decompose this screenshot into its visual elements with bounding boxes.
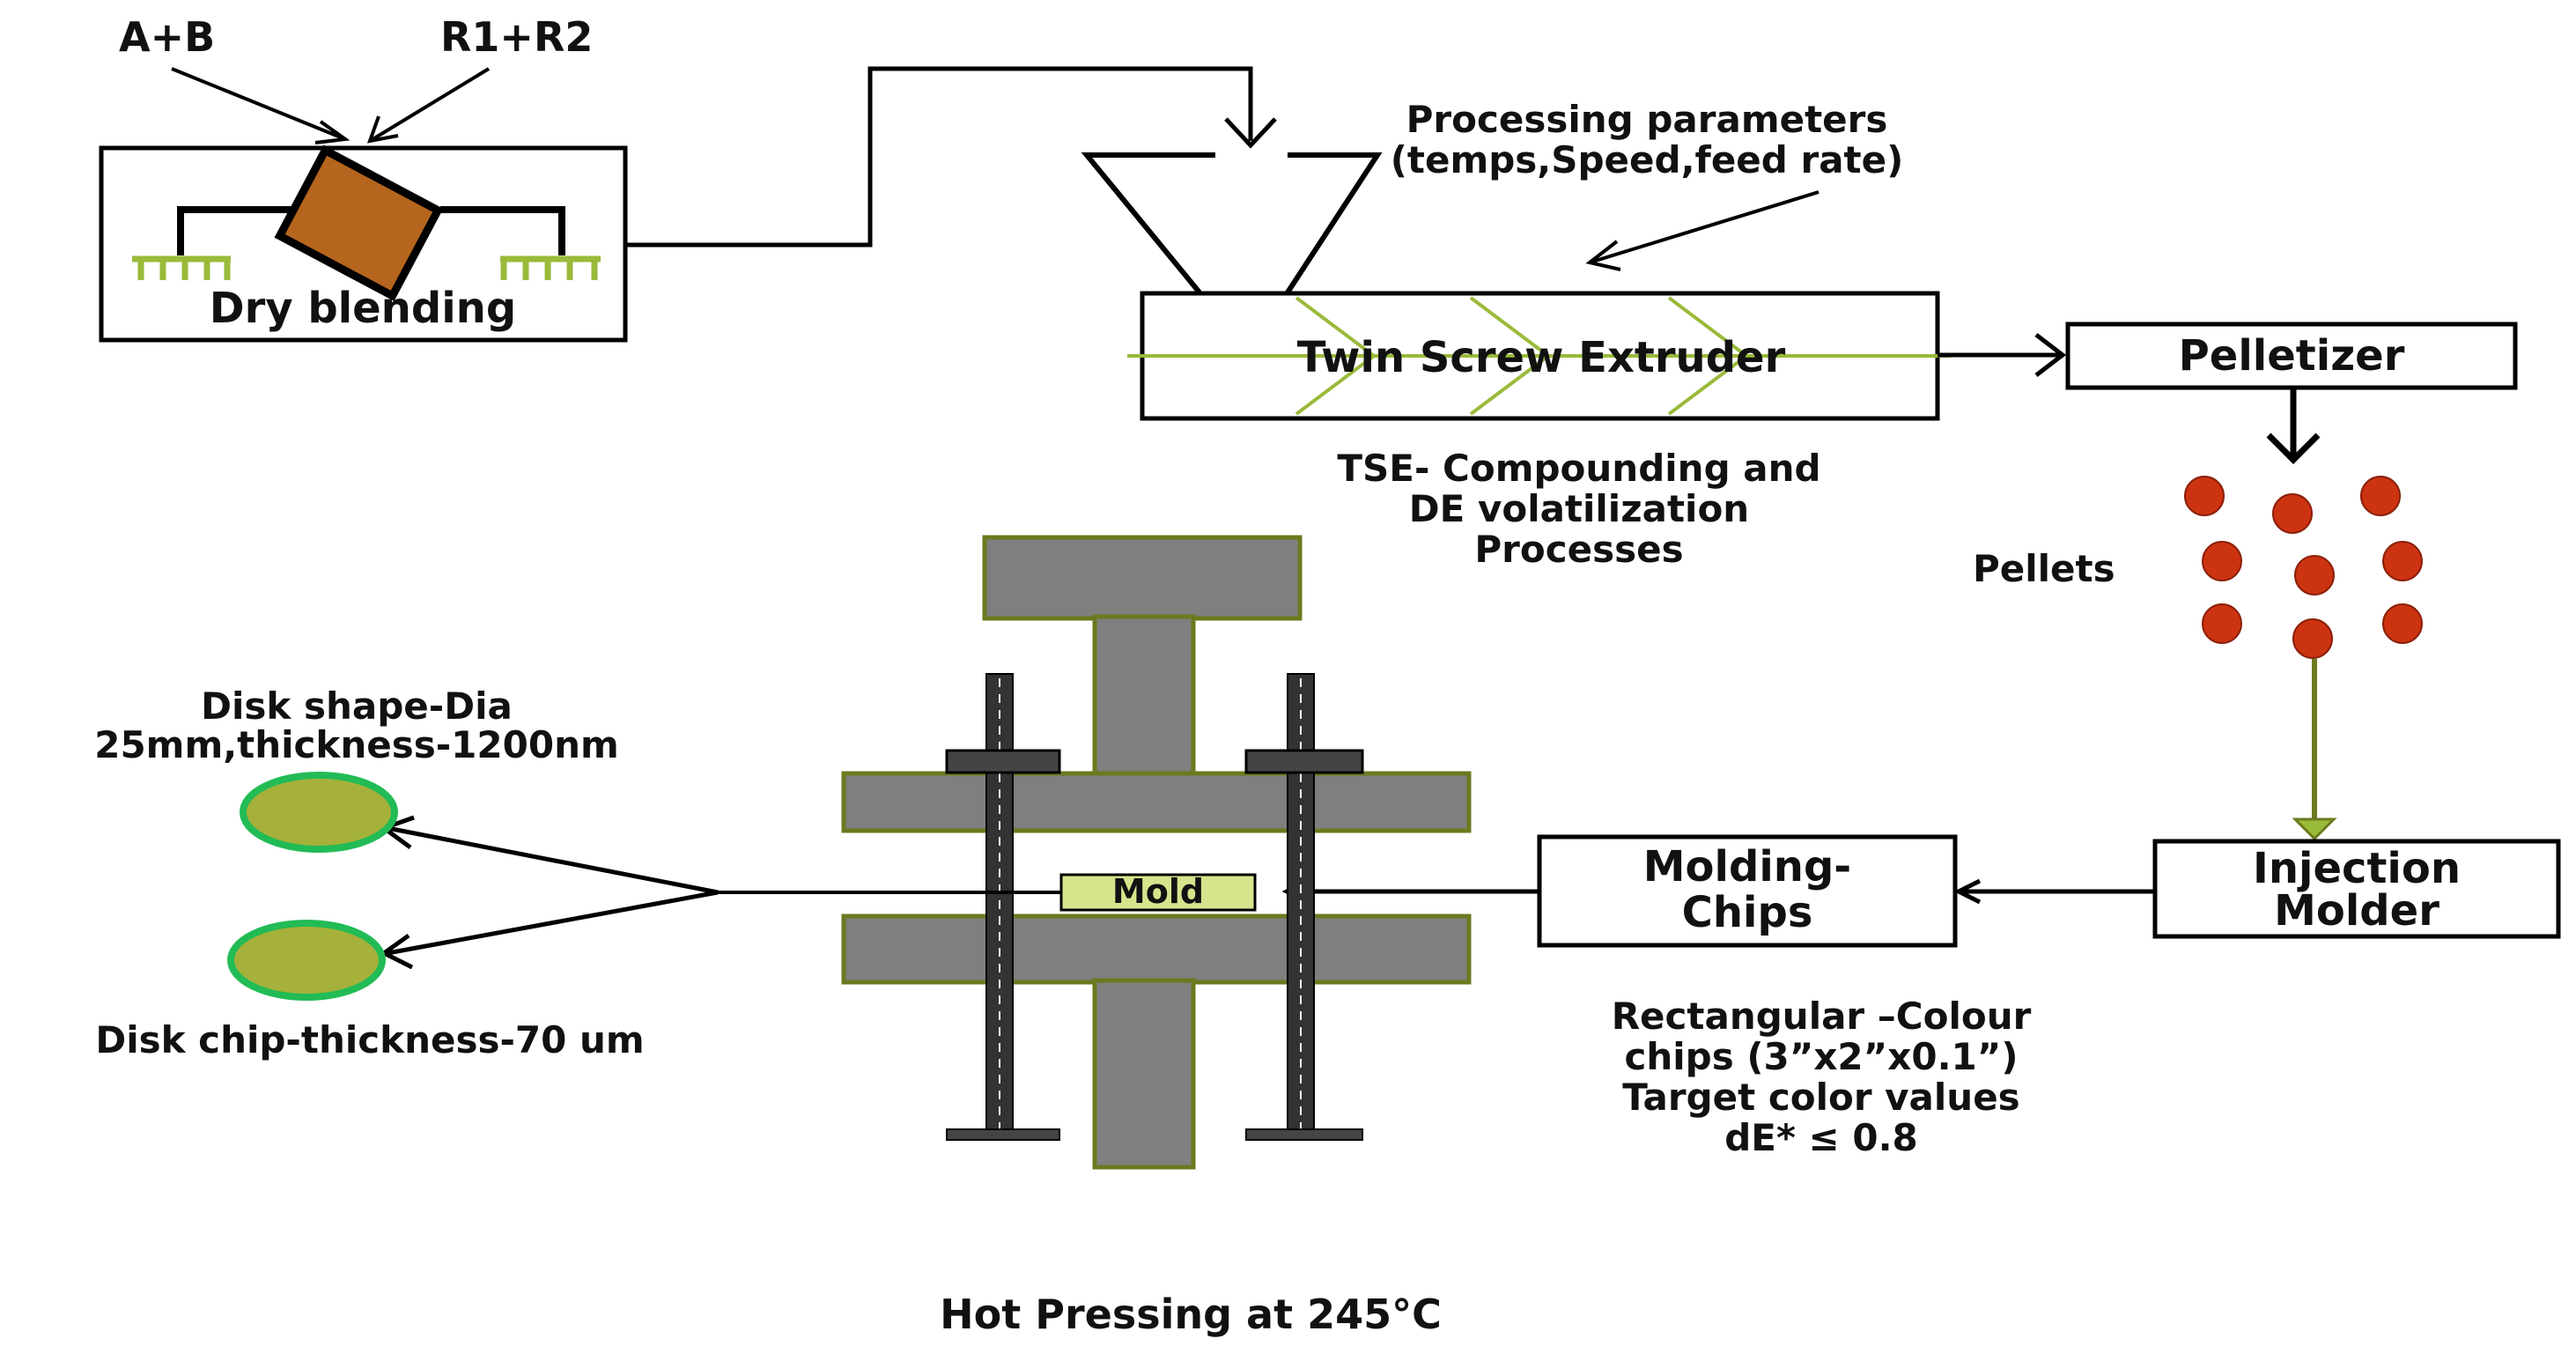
left-tie-rod xyxy=(945,673,1061,1141)
processing-parameters-line1: Processing parameters xyxy=(1406,98,1888,141)
molding-chips-label-line2: Chips xyxy=(1682,888,1813,937)
feed-hopper xyxy=(1081,152,1383,294)
pelletizer-box: Pelletizer xyxy=(2065,322,2518,390)
tse-caption-line3: Processes xyxy=(1474,528,1683,571)
input-label-r1-plus-r2: R1+R2 xyxy=(440,13,593,61)
injection-molder-label-line2: Molder xyxy=(2274,886,2439,936)
pellet-icon xyxy=(2202,541,2242,581)
hot-press: Mold xyxy=(841,535,1472,1170)
mold-block: Mold xyxy=(1059,872,1257,912)
arrowhead-injection-to-molding-chips xyxy=(1953,878,1982,905)
pellet-icon xyxy=(2202,603,2242,644)
molding-chips-box: Molding- Chips xyxy=(1537,834,1958,948)
right-support-foot-icon xyxy=(500,255,601,280)
press-upper-platen xyxy=(841,771,1472,833)
arrowhead-a-plus-b xyxy=(314,120,351,144)
arrow-r1-plus-r2 xyxy=(368,67,491,143)
dry-blending-box: Dry blending xyxy=(99,144,628,343)
colour-chips-line3: Target color values xyxy=(1622,1076,2019,1119)
pellet-icon xyxy=(2294,555,2335,595)
pellet-icon xyxy=(2184,476,2225,516)
disk-chip-label: Disk chip-thickness-70 um xyxy=(95,1018,644,1061)
colour-chips-line4: dE* ≤ 0.8 xyxy=(1724,1116,1918,1159)
arrow-a-plus-b xyxy=(171,67,346,141)
injection-molder-box: Injection Molder xyxy=(2152,839,2561,939)
colour-chips-line2: chips (3”x2”x0.1”) xyxy=(1624,1035,2018,1078)
arrow-to-disk-chip xyxy=(387,890,719,956)
left-support-foot-icon xyxy=(132,255,231,280)
arrowhead-extruder-to-pelletizer xyxy=(2034,333,2067,377)
twin-screw-extruder-box: Twin Screw Extruder xyxy=(1127,291,1951,421)
hot-pressing-caption: Hot Pressing at 245°C xyxy=(940,1291,1442,1338)
pellet-icon xyxy=(2382,541,2423,581)
injection-molder-label-line1: Injection xyxy=(2253,844,2461,893)
mold-label: Mold xyxy=(1112,872,1204,911)
pellet-icon xyxy=(2360,476,2401,516)
disk-shape-line1: Disk shape-Dia xyxy=(201,684,513,728)
processing-parameters-line2: (temps,Speed,feed rate) xyxy=(1391,138,1904,181)
arrow-processing-parameters xyxy=(1589,190,1819,264)
arrow-to-disk-shape xyxy=(387,825,719,895)
pellets-label: Pellets xyxy=(1973,547,2115,590)
press-lower-platen xyxy=(841,913,1472,985)
input-label-a-plus-b: A+B xyxy=(119,13,215,61)
colour-chips-line1: Rectangular –Colour xyxy=(1612,995,2032,1038)
molding-chips-label-line1: Molding- xyxy=(1643,842,1851,891)
arrowhead-pellets-to-injection xyxy=(2292,817,2337,841)
disk-shape-icon xyxy=(240,772,398,853)
tse-caption-line2: DE volatilization xyxy=(1409,487,1749,530)
disk-shape-line2: 25mm,thickness-1200nm xyxy=(94,723,619,766)
tse-caption-line1: TSE- Compounding and xyxy=(1337,447,1820,490)
pellet-icon xyxy=(2292,618,2333,659)
dry-blending-label: Dry blending xyxy=(210,284,516,333)
press-ram-bottom xyxy=(1092,978,1196,1170)
arrowhead-pelletizer-to-pellets xyxy=(2266,433,2321,464)
pellet-icon xyxy=(2272,493,2313,534)
pellets-cluster xyxy=(2184,476,2423,659)
connector-blending-to-hopper xyxy=(625,66,1253,248)
twin-screw-extruder-label: Twin Screw Extruder xyxy=(1297,333,1786,382)
disk-chip-icon xyxy=(227,920,386,1001)
pelletizer-label: Pelletizer xyxy=(2179,331,2405,381)
pellet-icon xyxy=(2382,603,2423,644)
right-tie-rod xyxy=(1244,673,1364,1141)
screw-flights-icon xyxy=(1127,296,1951,416)
arrowhead-r1-plus-r2 xyxy=(366,115,399,144)
arrowhead-into-hopper xyxy=(1224,117,1277,149)
arrowhead-processing-parameters xyxy=(1585,240,1621,271)
blender-drum-icon xyxy=(274,144,444,301)
